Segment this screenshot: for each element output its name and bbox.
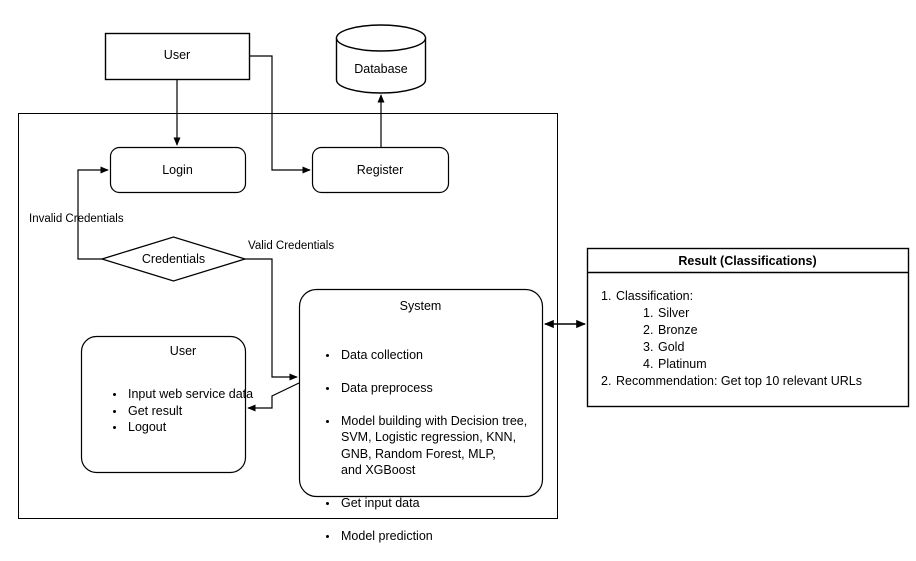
result-entry-number: 3. [643, 340, 654, 354]
list-item: Data preprocess [339, 380, 554, 397]
list-item: Model building with Decision tree, SVM, … [339, 413, 554, 479]
result-subentry: 2. Bronze [601, 322, 901, 339]
edge-valid-credentials-to-system [245, 258, 298, 381]
result-panel-box[interactable] [586, 247, 910, 408]
database-label: Database [354, 62, 408, 76]
result-entry-text: Classification: [616, 289, 694, 303]
list-item: Data collection [339, 347, 554, 364]
edge-user-to-register [249, 55, 311, 174]
edge-system-to-user-client [247, 382, 300, 412]
login-label: Login [162, 163, 193, 177]
list-item: Model prediction [339, 528, 554, 545]
result-entry: 2. Recommendation: Get top 10 relevant UR… [601, 373, 901, 390]
database-cylinder[interactable] [335, 24, 427, 94]
credentials-label: Credentials [141, 252, 206, 266]
register-label: Register [356, 163, 404, 177]
result-entry-text: Recommendation: Get top 10 relevant URLs [616, 374, 862, 388]
list-item: Get result [126, 403, 256, 420]
result-entry-text: Bronze [658, 323, 698, 337]
user-client-box[interactable] [80, 335, 247, 474]
system-title: System [399, 299, 442, 313]
result-entry-number: 2. [601, 374, 612, 388]
flowchart-canvas: User Database Login Register Credentials… [0, 0, 916, 534]
edge-invalid-credentials-to-login [77, 166, 109, 260]
user-client-title: User [169, 344, 197, 358]
result-entry-text: Platinum [658, 357, 707, 371]
system-box[interactable] [298, 288, 544, 498]
user-top-label: User [163, 48, 191, 62]
result-entry-number: 1. [643, 306, 654, 320]
invalid-credentials-edge-label: Invalid Credentials [29, 213, 124, 225]
result-subentry: 3. Gold [601, 339, 901, 356]
result-entry: 1. Classification: [601, 288, 901, 305]
system-item-list: Data collection Data preprocess Model bu… [325, 330, 554, 561]
result-entry-text: Silver [658, 306, 690, 320]
result-subentry: 1. Silver [601, 305, 901, 322]
result-entry-number: 4. [643, 357, 654, 371]
list-item: Get input data [339, 495, 554, 512]
valid-credentials-edge-label: Valid Credentials [248, 240, 335, 252]
result-entry-number: 2. [643, 323, 654, 337]
result-entry-number: 1. [601, 289, 612, 303]
diagram-vector-layer [18, 24, 910, 519]
user-client-item-list: Input web service data Get result Logout [112, 386, 256, 436]
login-box[interactable] [109, 146, 247, 194]
register-box[interactable] [311, 146, 450, 194]
system-boundary-box [18, 113, 558, 519]
list-item: Input web service data [126, 386, 256, 403]
result-panel-title: Result (Classifications) [678, 254, 817, 268]
list-item: Logout [126, 419, 256, 436]
result-subentry: 4. Platinum [601, 356, 901, 373]
result-entry-list: 1. Classification: 1. Silver 2. Bronze 3. Go… [601, 288, 901, 390]
result-entry-text: Gold [658, 340, 685, 354]
